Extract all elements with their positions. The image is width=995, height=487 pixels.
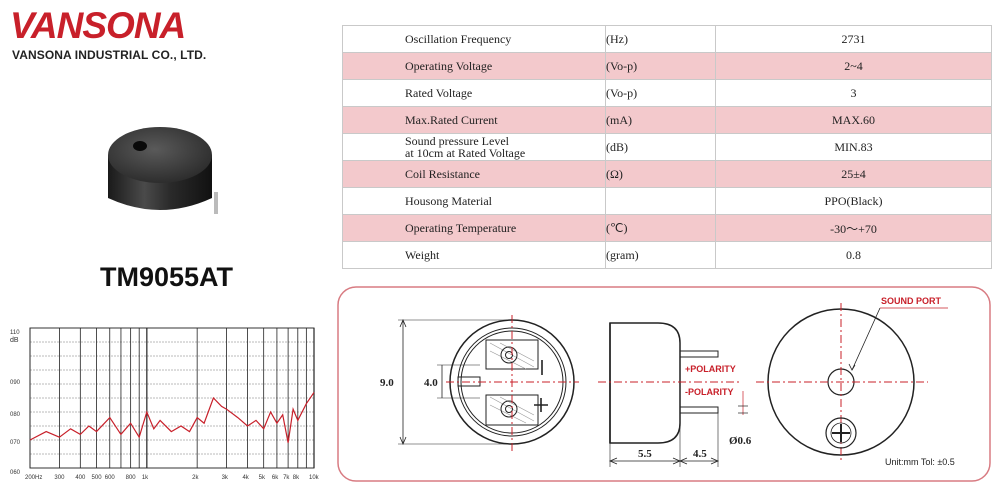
chart-xtick-label: 8k bbox=[293, 475, 300, 481]
spec-value: PPO(Black) bbox=[715, 187, 992, 215]
drawing-frame bbox=[337, 286, 991, 482]
spec-row: Operating Temperature (℃)-30～+70 bbox=[342, 214, 992, 242]
brand-logo: VANSONA bbox=[10, 5, 186, 46]
spec-value: -30～+70 bbox=[715, 214, 992, 242]
chart-xtick-label: 1k bbox=[142, 475, 149, 481]
model-number: TM9055AT bbox=[100, 262, 234, 292]
chart-xtick-label: 5k bbox=[259, 475, 266, 481]
spec-unit: (Vo-p) bbox=[605, 79, 716, 107]
label-negative-polarity: -POLARITY bbox=[685, 387, 734, 397]
dim-height: 9.0 bbox=[380, 377, 394, 389]
chart-xtick-label: 500 bbox=[92, 475, 103, 481]
dim-pin-diameter: Ø0.6 bbox=[729, 435, 752, 447]
chart-xtick-label: 400 bbox=[75, 475, 86, 481]
dim-inner: 4.0 bbox=[424, 377, 438, 389]
spec-name: Housong Material bbox=[342, 187, 606, 215]
bottom-view: 9.0 4.0 bbox=[380, 315, 579, 451]
unit-note: Unit:mm Tol: ±0.5 bbox=[885, 457, 955, 467]
spec-name: Rated Voltage bbox=[342, 79, 606, 107]
chart-ytick-label: 070 bbox=[10, 440, 21, 446]
spec-value: 0.8 bbox=[715, 241, 992, 269]
spec-unit: (℃) bbox=[605, 214, 716, 242]
spec-name-text: Coil Resistance bbox=[405, 167, 480, 181]
spec-row: Operating Voltage (Vo-p)2~4 bbox=[342, 52, 992, 80]
spec-name-text-line2: at 10cm at Rated Voltage bbox=[405, 146, 526, 160]
chart-xtick-label: 3k bbox=[222, 475, 229, 481]
spec-name: Coil Resistance bbox=[342, 160, 606, 188]
chart-xtick-label: 10k bbox=[309, 475, 320, 481]
spec-unit: (dB) bbox=[605, 133, 716, 161]
chart-series-line bbox=[29, 392, 315, 443]
spec-name-text: Max.Rated Current bbox=[405, 113, 498, 127]
spec-row: Max.Rated Current (mA)MAX.60 bbox=[342, 106, 992, 134]
spec-row: Oscillation Frequency (Hz)2731 bbox=[342, 25, 992, 53]
chart-xtick-label: 300 bbox=[54, 475, 65, 481]
spec-value: 2731 bbox=[715, 25, 992, 53]
top-view: SOUND PORT Unit:mm Tol: ±0.5 bbox=[756, 296, 955, 467]
spec-value: 2~4 bbox=[715, 52, 992, 80]
spec-name: Weight bbox=[342, 241, 606, 269]
chart-ytick-label: 060 bbox=[10, 470, 21, 476]
spec-value: MAX.60 bbox=[715, 106, 992, 134]
dim-pin-length: 4.5 bbox=[693, 448, 707, 460]
chart-xtick-label: 7k bbox=[283, 475, 290, 481]
spec-name-text: Housong Material bbox=[405, 194, 492, 208]
chart-ytick-label: 090 bbox=[10, 380, 21, 386]
spec-name: Operating Temperature bbox=[342, 214, 606, 242]
label-positive-polarity: +POLARITY bbox=[685, 364, 736, 374]
side-view: +POLARITY -POLARITY Ø0.6 5.5 4.5 bbox=[598, 322, 752, 467]
chart-xtick-label: 600 bbox=[105, 475, 116, 481]
spec-value: MIN.83 bbox=[715, 133, 992, 161]
spec-name-text: Oscillation Frequency bbox=[405, 32, 512, 46]
spec-row: Coil Resistance (Ω)25±4 bbox=[342, 160, 992, 188]
chart-ylabel: dB bbox=[10, 337, 19, 344]
spec-name: Oscillation Frequency bbox=[342, 25, 606, 53]
spec-unit: (mA) bbox=[605, 106, 716, 134]
product-photo bbox=[108, 127, 218, 214]
dim-pin-spacing: 5.5 bbox=[638, 448, 652, 460]
spec-value: 25±4 bbox=[715, 160, 992, 188]
chart-xtick-label: 2k bbox=[192, 475, 199, 481]
spec-value: 3 bbox=[715, 79, 992, 107]
company-name: VANSONA INDUSTRIAL CO., LTD. bbox=[12, 48, 207, 62]
spec-unit bbox=[605, 187, 716, 215]
spec-row: Rated Voltage (Vo-p)3 bbox=[342, 79, 992, 107]
spec-name: Operating Voltage bbox=[342, 52, 606, 80]
mechanical-drawing: 9.0 4.0 +POLARITY -POLARITY Ø0.6 5.5 4.5 bbox=[337, 286, 991, 482]
chart-xtick-label: 200Hz bbox=[25, 475, 42, 481]
chart-xtick-label: 6k bbox=[272, 475, 279, 481]
chart-xtick-label: 800 bbox=[126, 475, 137, 481]
spec-name-text: Operating Temperature bbox=[405, 221, 517, 235]
spec-name-text: Rated Voltage bbox=[405, 86, 473, 100]
spec-unit: (Hz) bbox=[605, 25, 716, 53]
spec-name-text: Weight bbox=[405, 248, 440, 262]
spec-name-text: Sound pressure Level bbox=[405, 134, 509, 148]
spec-unit: (Vo-p) bbox=[605, 52, 716, 80]
chart-ytick-label: 080 bbox=[10, 412, 21, 418]
chart-xtick-label: 4k bbox=[242, 475, 249, 481]
brand-block: VANSONA VANSONA INDUSTRIAL CO., LTD. bbox=[10, 5, 207, 62]
chart-ytick-label: 110 bbox=[10, 330, 20, 336]
spec-unit: (gram) bbox=[605, 241, 716, 269]
spec-name: Max.Rated Current bbox=[342, 106, 606, 134]
spec-row: Weight (gram)0.8 bbox=[342, 241, 992, 269]
spec-row: Housong Material PPO(Black) bbox=[342, 187, 992, 215]
spec-unit: (Ω) bbox=[605, 160, 716, 188]
label-sound-port: SOUND PORT bbox=[881, 296, 942, 306]
spec-name-text: Operating Voltage bbox=[405, 59, 493, 73]
